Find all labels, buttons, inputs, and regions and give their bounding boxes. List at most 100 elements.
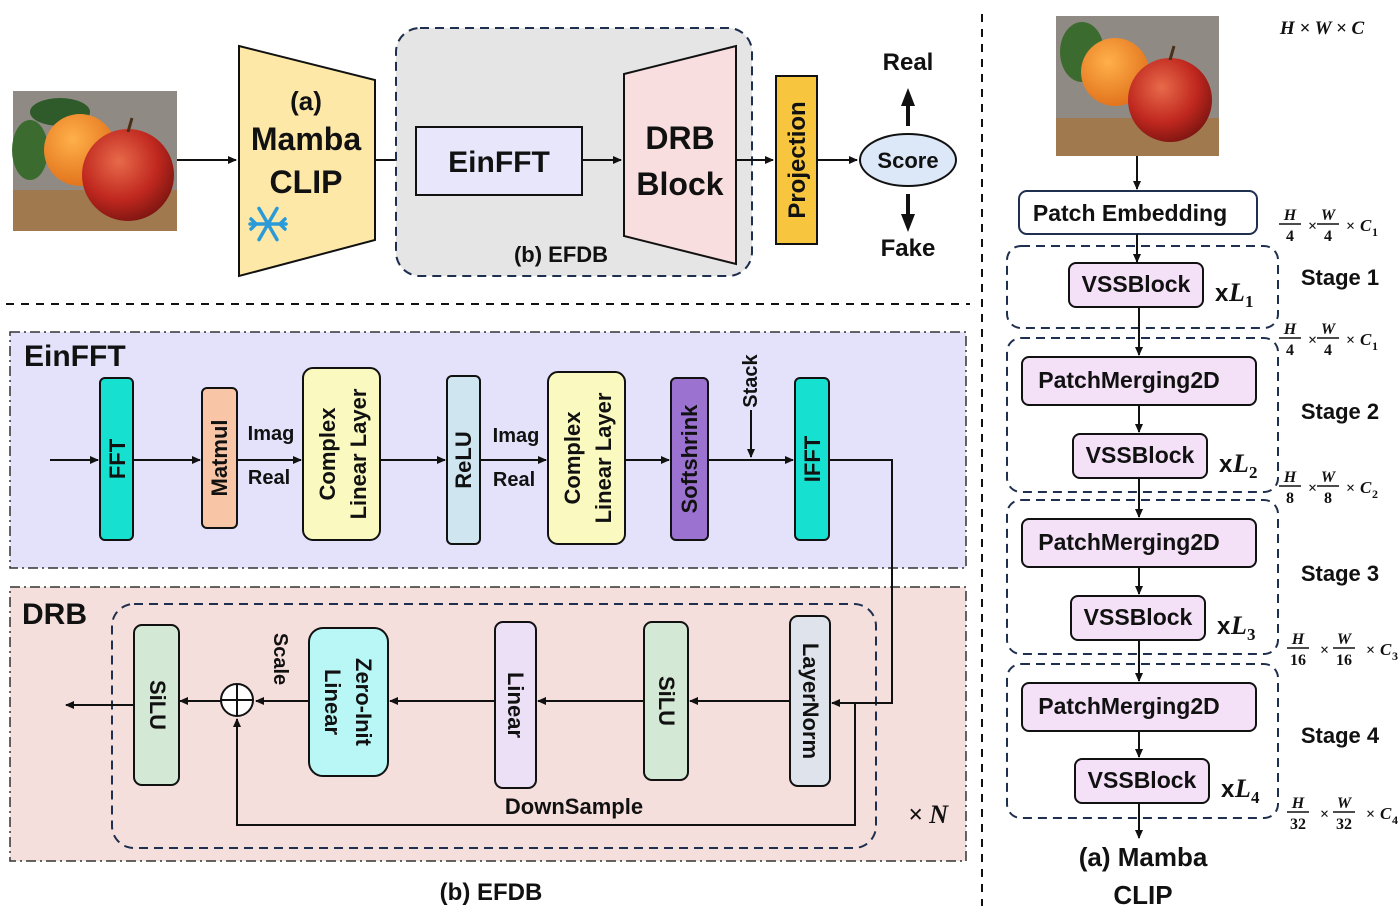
svg-text:Score: Score	[877, 148, 938, 173]
vss-block-label: VSSBlock	[1086, 442, 1195, 468]
svg-text:Real: Real	[493, 469, 535, 491]
dim-numerator: W	[1337, 631, 1353, 648]
dim-channel-sub: 1	[1372, 339, 1378, 353]
svg-text:Softshrink: Softshrink	[677, 404, 702, 514]
dim-denominator: 32	[1336, 816, 1352, 833]
dim-numerator: W	[1321, 207, 1337, 224]
svg-text:Imag: Imag	[248, 423, 295, 445]
input-dim: H × W × C	[1279, 18, 1365, 39]
dim-denominator: 8	[1324, 490, 1332, 507]
vss-block-label: VSSBlock	[1082, 271, 1191, 297]
stage-label: Stage 2	[1301, 399, 1379, 424]
score-node: Score	[859, 133, 957, 187]
repeat-sub: 1	[1245, 292, 1254, 311]
dim-times: ×	[1346, 218, 1355, 235]
dim-numerator: H	[1291, 795, 1305, 812]
svg-text:Linear: Linear	[503, 672, 528, 738]
dim-channel: C	[1380, 804, 1392, 823]
einfft-panel: EinFFT FFT Matmul Imag Real Complex Line…	[9, 331, 967, 569]
dim-channel-sub: 4	[1392, 813, 1398, 827]
right-caption-1: (a) Mamba	[1079, 842, 1208, 872]
dim-times: ×	[1346, 480, 1355, 497]
complex-linear-box-1	[302, 367, 381, 541]
real-label: Real	[883, 49, 934, 76]
stage-label: Stage 1	[1301, 265, 1379, 290]
snowflake-icon	[248, 206, 288, 242]
dim-numerator: H	[1283, 207, 1297, 224]
repeat-L: L	[1228, 278, 1245, 307]
dim-channel: C	[1360, 216, 1372, 235]
repeat-n-label: × N	[908, 800, 949, 829]
repeat-L: L	[1230, 611, 1247, 640]
svg-text:Complex: Complex	[560, 411, 585, 505]
repeat-sub: 3	[1247, 625, 1256, 644]
complex-linear-box-2	[547, 371, 626, 545]
stage-label: Stage 4	[1301, 723, 1380, 748]
projection-box: Projection	[775, 75, 818, 245]
dim-times: ×	[1308, 480, 1317, 497]
encoder-tag: (a)	[290, 86, 322, 116]
stage-label: Stage 3	[1301, 561, 1379, 586]
dim-numerator: H	[1291, 631, 1305, 648]
dim-numerator: W	[1337, 795, 1353, 812]
svg-text:Real: Real	[248, 467, 290, 489]
svg-text:Block: Block	[636, 166, 723, 202]
drb-title: DRB	[22, 598, 87, 631]
svg-text:Zero-Init: Zero-Init	[351, 658, 376, 747]
svg-text:Matmul: Matmul	[207, 420, 232, 497]
dim-channel: C	[1360, 478, 1372, 497]
stage-3-region	[1006, 499, 1279, 655]
stage-4-region	[1006, 663, 1279, 819]
dim-times: ×	[1308, 332, 1317, 349]
efdb-block-top: (b) EFDB EinFFT DRB Block	[395, 27, 753, 277]
dim-denominator: 4	[1324, 342, 1332, 359]
svg-text:Linear Layer: Linear Layer	[591, 392, 616, 523]
svg-text:FFT: FFT	[105, 438, 130, 479]
dim-channel: C	[1380, 640, 1392, 659]
dim-channel: C	[1360, 330, 1372, 349]
drb-block-top	[623, 44, 737, 266]
svg-text:Linear Layer: Linear Layer	[346, 388, 371, 519]
dim-numerator: W	[1321, 321, 1337, 338]
encoder-name-2: CLIP	[270, 164, 343, 200]
efdb-caption-top: (b) EFDB	[514, 242, 608, 267]
dim-times: ×	[1346, 332, 1355, 349]
encoder-name: Mamba	[251, 121, 361, 157]
svg-text:Patch Embedding: Patch Embedding	[1033, 200, 1227, 226]
repeat-label: x	[1215, 280, 1229, 307]
svg-text:SiLU: SiLU	[145, 680, 170, 730]
stage-1-region	[1006, 245, 1279, 329]
svg-text:ReLU: ReLU	[451, 431, 476, 488]
repeat-sub: 4	[1251, 788, 1260, 807]
patch-merging-label: PatchMerging2D	[1038, 367, 1219, 393]
dim-channel-sub: 3	[1392, 649, 1398, 663]
dim-channel-sub: 2	[1372, 487, 1378, 501]
linear-box	[494, 621, 537, 789]
dim-denominator: 16	[1290, 652, 1306, 669]
dim-denominator: 8	[1286, 490, 1294, 507]
right-caption-2: CLIP	[1113, 880, 1172, 910]
dim-denominator: 32	[1290, 816, 1306, 833]
stage-2-region	[1006, 337, 1279, 493]
drb-repeat-region	[111, 603, 877, 849]
patch-merging-label: PatchMerging2D	[1038, 693, 1219, 719]
dim-channel-sub: 1	[1372, 225, 1378, 239]
dim-times: ×	[1366, 642, 1375, 659]
dim-times: ×	[1366, 806, 1375, 823]
svg-text:Projection: Projection	[784, 101, 811, 218]
scale-label: Scale	[269, 633, 291, 685]
svg-text:Complex: Complex	[315, 407, 340, 501]
dim-times: ×	[1320, 642, 1329, 659]
dim-denominator: 16	[1336, 652, 1352, 669]
svg-text:Imag: Imag	[493, 425, 540, 447]
input-image-top	[12, 91, 177, 231]
dim-denominator: 4	[1286, 228, 1294, 245]
dim-numerator: H	[1283, 469, 1297, 486]
right-input-image	[1056, 16, 1219, 156]
dim-denominator: 4	[1286, 342, 1294, 359]
mamba-clip-encoder: (a) Mamba CLIP	[238, 44, 376, 278]
dim-numerator: H	[1283, 321, 1297, 338]
